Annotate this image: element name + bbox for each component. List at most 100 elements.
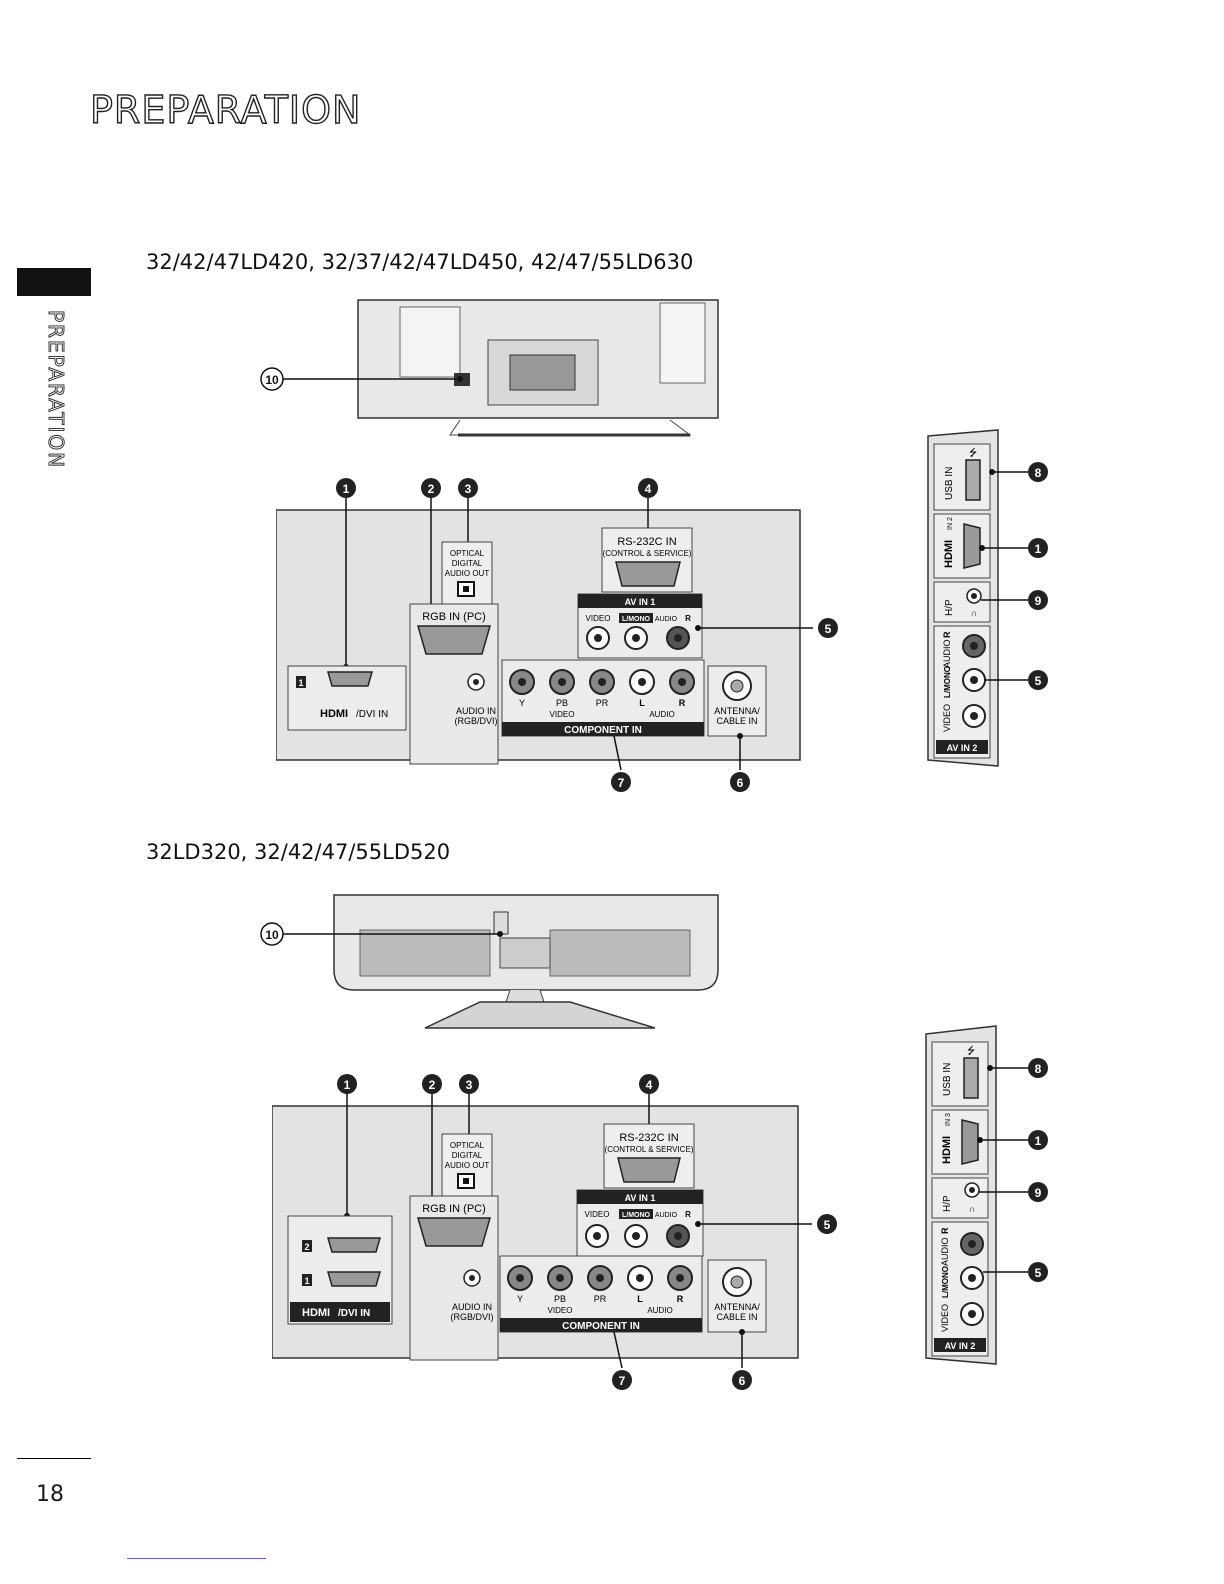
component-r-label: R <box>679 698 686 708</box>
callout-2: 2 <box>422 1074 442 1094</box>
antenna-label: ANTENNA/ <box>714 1302 760 1312</box>
svg-text:3: 3 <box>465 482 472 496</box>
callout-7: 7 <box>612 1370 632 1390</box>
component-r-label: R <box>677 1294 684 1304</box>
svg-text:5: 5 <box>824 1218 831 1232</box>
svg-text:4: 4 <box>646 1078 653 1092</box>
callout-5: 5 <box>818 618 838 638</box>
callout-1: 1 <box>337 1074 357 1094</box>
av-audio-label: AUDIO <box>655 1212 678 1219</box>
section-tab-marker <box>17 268 91 296</box>
audio-in-label: (RGB/DVI) <box>454 716 497 726</box>
side-audio-label: AUDIO <box>940 1237 950 1266</box>
callout-4: 4 <box>639 1074 659 1094</box>
svg-text:2: 2 <box>428 482 435 496</box>
hdmi-port-2 <box>327 1237 381 1253</box>
side-mono-label: L/MONO <box>941 1266 950 1298</box>
hdmi-port <box>961 1119 979 1165</box>
rear-connection-panel: 1 2 3 4 OPTICAL DIGITAL AUDIO OUT RS-232… <box>276 470 841 800</box>
av-video-label: VIDEO <box>586 614 611 623</box>
svg-text:1: 1 <box>343 482 350 496</box>
footer-rule <box>17 1458 91 1459</box>
optical-label: AUDIO OUT <box>445 569 490 578</box>
usb-icon: ⭍ <box>967 1045 975 1057</box>
component-video-label: VIDEO <box>548 1306 573 1315</box>
av-r-label: R <box>685 614 691 623</box>
hp-label: H/P <box>942 1195 953 1212</box>
callout-1: 1 <box>1028 1130 1048 1150</box>
tv-rear-view: 10 <box>250 890 730 1040</box>
usb-in-label: USB IN <box>944 467 955 500</box>
bottom-link-underline <box>127 1558 266 1559</box>
headphone-icon: ∩ <box>969 1204 975 1214</box>
antenna-label: ANTENNA/ <box>714 706 760 716</box>
component-audio-label: AUDIO <box>649 710 674 719</box>
rs232-label: RS-232C IN <box>619 1132 678 1144</box>
optical-label: DIGITAL <box>452 1151 483 1160</box>
rgb-port <box>417 1217 491 1247</box>
usb-icon: ⭍ <box>969 447 977 459</box>
hdmi-in-label: IN 3 <box>945 1113 952 1126</box>
rear-connection-panel: 1 2 3 4 OPTICAL DIGITAL AUDIO OUT RS-232… <box>272 1066 842 1396</box>
hdmi-port-1 <box>327 1271 381 1287</box>
hdmi-dvi-label: /DVI IN <box>338 1308 370 1319</box>
callout-6: 6 <box>730 772 750 792</box>
rgb-label: RGB IN (PC) <box>422 611 486 623</box>
page-number: 18 <box>36 1482 64 1507</box>
svg-text:3: 3 <box>466 1078 473 1092</box>
component-l-label: L <box>639 698 645 708</box>
component-pb-label: PB <box>554 1294 566 1304</box>
rs232-port <box>615 561 681 587</box>
audio-in-label: (RGB/DVI) <box>450 1312 493 1322</box>
svg-text:9: 9 <box>1035 594 1042 608</box>
model-title: 32/42/47LD420, 32/37/42/47LD450, 42/47/5… <box>146 250 694 274</box>
usb-port <box>963 1057 979 1099</box>
usb-in-label: USB IN <box>942 1063 953 1096</box>
callout-3: 3 <box>458 478 478 498</box>
callout-5: 5 <box>1028 670 1048 690</box>
rs232-sublabel: (CONTROL & SERVICE) <box>605 1145 694 1154</box>
headphone-icon: ∩ <box>971 608 977 618</box>
side-connection-panel: USB IN ⭍ 8 HDMI IN 2 1 H/P ∩ 9 V <box>920 428 1060 773</box>
av-audio-label: AUDIO <box>655 616 678 623</box>
component-y-label: Y <box>519 698 525 708</box>
side-video-label: VIDEO <box>940 1304 950 1332</box>
side-audio-r-label: R <box>940 1227 950 1234</box>
svg-text:8: 8 <box>1035 466 1042 480</box>
side-audio-label: AUDIO <box>942 639 952 668</box>
callout-1: 1 <box>336 478 356 498</box>
optical-label: OPTICAL <box>450 549 485 558</box>
audio-in-label: AUDIO IN <box>452 1302 492 1312</box>
hdmi-port <box>963 523 981 569</box>
callout-6: 6 <box>732 1370 752 1390</box>
hp-label: H/P <box>944 599 955 616</box>
antenna-label: CABLE IN <box>716 1312 757 1322</box>
callout-4: 4 <box>638 478 658 498</box>
callout-9: 9 <box>1028 590 1048 610</box>
svg-text:1: 1 <box>344 1078 351 1092</box>
callout-7: 7 <box>611 772 631 792</box>
side-audio-r-label: R <box>942 631 952 638</box>
callout-5: 5 <box>1028 1262 1048 1282</box>
av-in-1-label: AV IN 1 <box>625 597 656 607</box>
callout-9: 9 <box>1028 1182 1048 1202</box>
callout-8: 8 <box>1028 462 1048 482</box>
hdmi-logo: HDMI <box>320 708 348 720</box>
rs232-sublabel: (CONTROL & SERVICE) <box>603 549 692 558</box>
component-in-label: COMPONENT IN <box>564 725 642 736</box>
audio-in-label: AUDIO IN <box>456 706 496 716</box>
optical-label: OPTICAL <box>450 1141 485 1150</box>
hdmi-port <box>327 671 373 687</box>
callout-5: 5 <box>817 1214 837 1234</box>
svg-text:2: 2 <box>429 1078 436 1092</box>
svg-text:5: 5 <box>825 622 832 636</box>
svg-text:6: 6 <box>739 1374 746 1388</box>
av-mono-label: L/MONO <box>622 1212 651 1219</box>
antenna-label: CABLE IN <box>716 716 757 726</box>
optical-label: DIGITAL <box>452 559 483 568</box>
svg-text:1: 1 <box>1035 1134 1042 1148</box>
av-video-label: VIDEO <box>585 1210 610 1219</box>
svg-text:9: 9 <box>1035 1186 1042 1200</box>
callout-10: 10 <box>265 928 279 942</box>
callout-8: 8 <box>1028 1058 1048 1078</box>
